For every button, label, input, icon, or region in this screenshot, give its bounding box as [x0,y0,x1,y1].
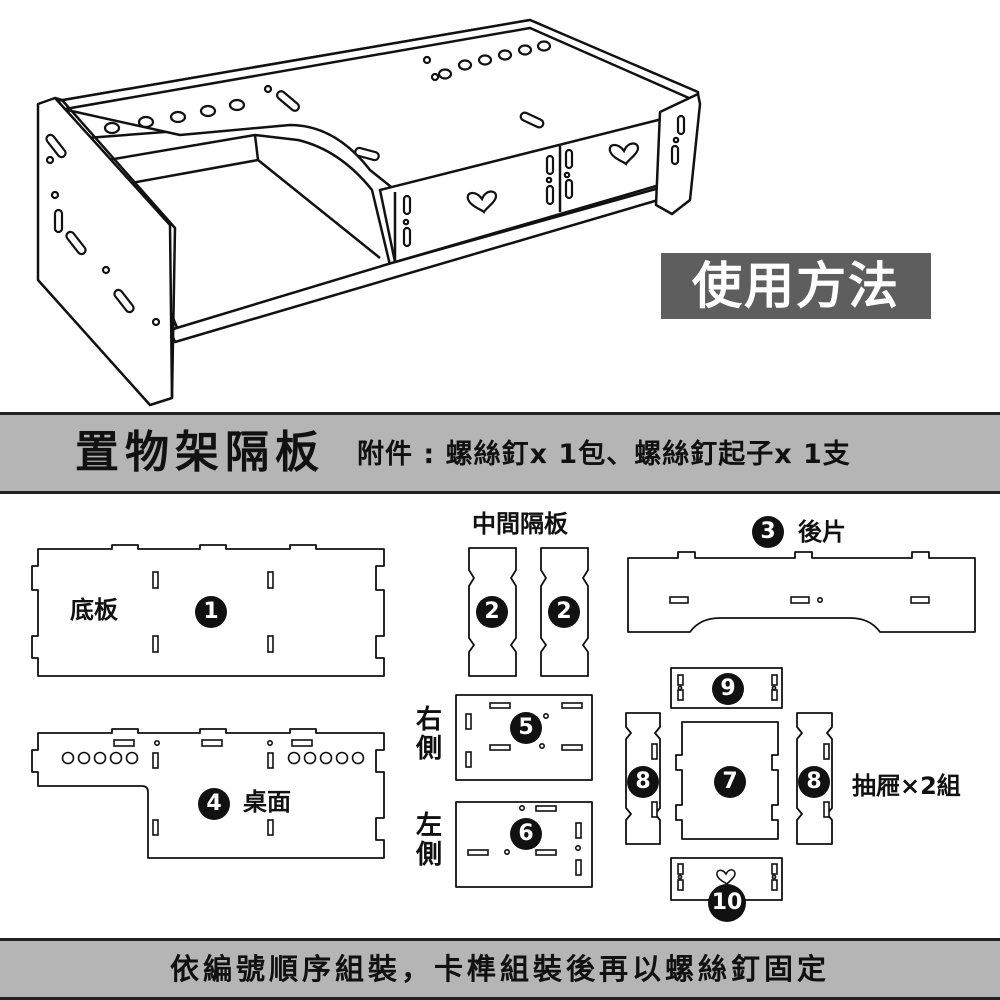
part-number-10: 10 [708,884,746,922]
part-number-8a: 8 [627,766,659,798]
right-side-label: 右側 [415,705,442,764]
usage-title: 使用方法 [661,253,931,319]
part-right-side [455,694,593,781]
assembly-note: 依編號順序組裝，卡榫組裝後再以螺絲釘固定 [169,952,830,986]
accessories-text: 附件 : 螺絲釘x 1包、螺絲釘起子x 1支 [357,439,851,470]
part-number-9: 9 [712,673,744,705]
product-title: 置物架隔板 [75,427,325,478]
back-panel-label: 後片 [798,518,846,546]
product-banner: 置物架隔板 附件 : 螺絲釘x 1包、螺絲釘起子x 1支 [0,412,1000,494]
part-number-1: 1 [195,596,227,628]
base-board-label: 底板 [70,596,118,624]
drawer-label: 抽屜×2組 [852,772,961,800]
left-side-label: 左側 [415,811,442,870]
assembled-shelf-illustration [36,18,702,407]
part-number-8b: 8 [798,766,830,798]
desk-top-label: 桌面 [243,788,291,816]
parts-diagram [31,544,976,901]
part-number-6: 6 [510,818,542,850]
part-number-2b: 2 [548,596,580,628]
part-number-2a: 2 [476,596,508,628]
assembly-note-bar: 依編號順序組裝，卡榫組裝後再以螺絲釘固定 [0,938,1000,1000]
part-number-5: 5 [510,712,542,744]
part-back-panel [627,551,976,633]
part-number-4: 4 [198,788,230,820]
part-number-3: 3 [752,516,784,548]
part-number-7: 7 [714,766,746,798]
middle-divider-label: 中間隔板 [472,510,568,538]
